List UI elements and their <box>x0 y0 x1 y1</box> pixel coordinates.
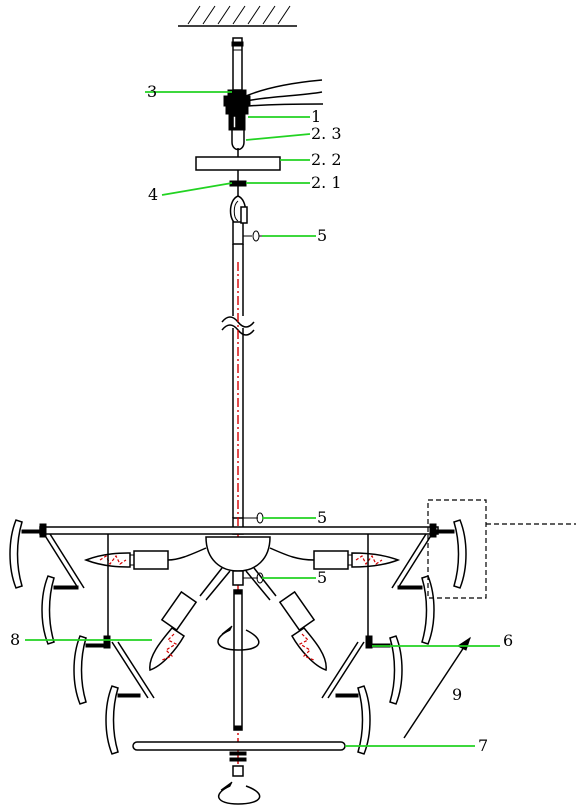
label-2-1: 2. 1 <box>311 173 342 192</box>
chain-link <box>229 195 262 245</box>
label-7: 7 <box>478 736 488 755</box>
candle-arm-lower-right <box>245 567 327 671</box>
detail-callout-box <box>427 499 576 599</box>
label-2-2: 2. 2 <box>311 150 342 169</box>
nut-2-1 <box>229 170 247 196</box>
label-2-3: 2. 3 <box>311 124 342 143</box>
label-5-lower: 5 <box>317 568 327 587</box>
label-5-upper: 5 <box>317 226 327 245</box>
label-9: 9 <box>452 685 462 704</box>
candle-arm-lower-left <box>149 567 231 671</box>
lower-rod <box>233 589 243 731</box>
upper-arm <box>39 526 439 535</box>
label-3: 3 <box>147 82 157 101</box>
right-hanger-assembly <box>321 519 467 755</box>
canopy-plate <box>195 156 281 171</box>
bottom-finial <box>218 751 261 805</box>
hook-upper <box>231 130 245 157</box>
label-4: 4 <box>148 185 158 204</box>
main-stem <box>216 244 264 535</box>
candle-arm-right <box>269 547 401 570</box>
lower-ring <box>132 741 346 751</box>
rotation-arrow-icon <box>217 625 260 651</box>
label-6: 6 <box>503 631 513 650</box>
label-5-middle: 5 <box>317 508 327 527</box>
leader-lines <box>25 91 500 747</box>
left-hanger-assembly <box>9 519 155 755</box>
label-1: 1 <box>311 107 321 126</box>
label-8: 8 <box>10 630 20 649</box>
threaded-rod <box>231 37 244 91</box>
part-labels: 3 1 2. 3 2. 2 4 2. 1 5 5 5 8 6 9 7 <box>10 82 513 755</box>
direction-arrow-icon <box>403 636 471 739</box>
wire-clamp-block <box>223 79 324 131</box>
ceiling-mount <box>178 5 297 27</box>
central-bowl <box>205 536 271 586</box>
candle-arm-left <box>83 547 207 570</box>
